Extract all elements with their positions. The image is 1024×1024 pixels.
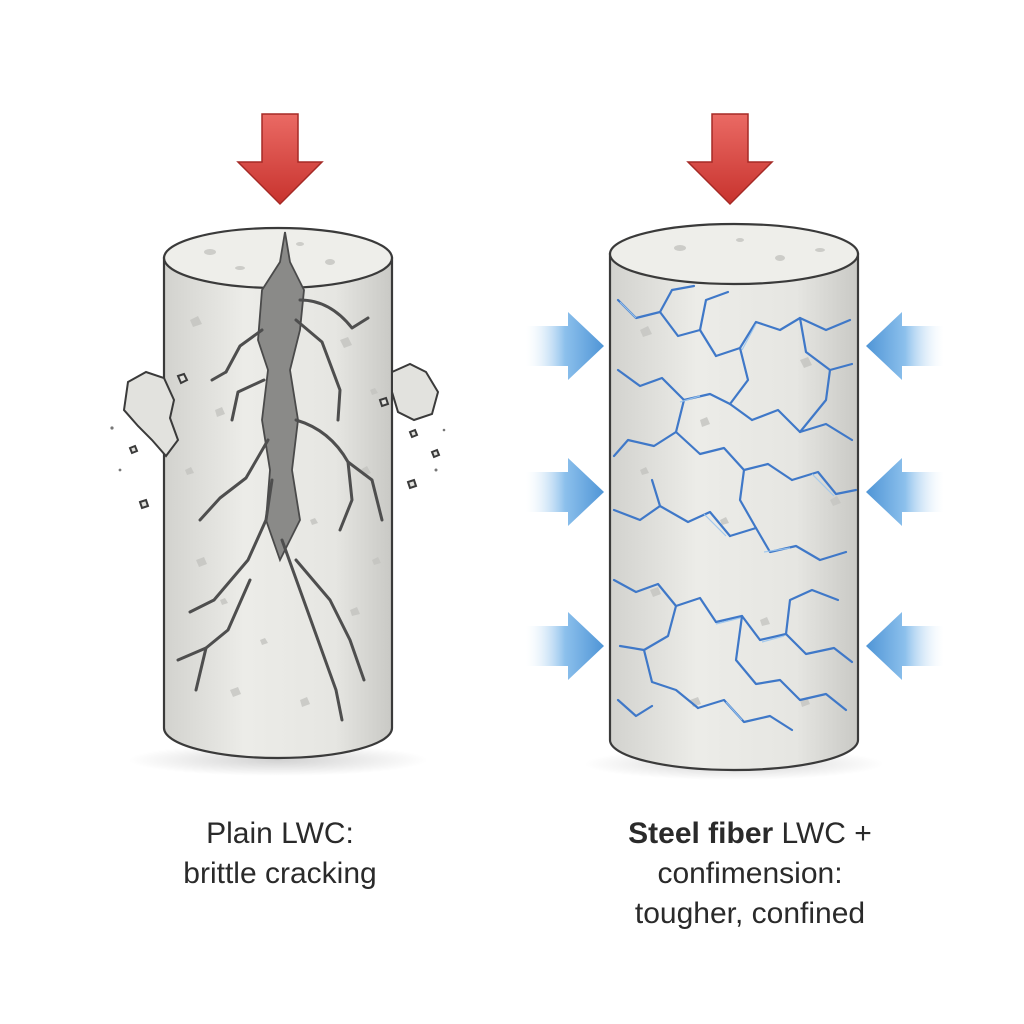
steel-fiber-caption: Steel fiber LWC + confimension: tougher,… (560, 814, 940, 934)
left-shadow (128, 744, 428, 776)
steel-fiber-caption-bold: Steel fiber (628, 817, 774, 850)
steel-fiber-caption-rest: LWC + (773, 817, 872, 850)
confinement-arrow-right-bottom (866, 612, 944, 680)
confinement-arrow-left-bottom (526, 612, 604, 680)
brittle-crack-branches (176, 298, 384, 722)
right-cylinder-body (608, 252, 860, 772)
confinement-arrow-right-middle (866, 458, 944, 526)
left-aggregate-speckles (185, 242, 381, 707)
confinement-arrows-right (866, 312, 944, 680)
steel-fiber-lwc-specimen (526, 113, 944, 780)
fiber-glints (619, 301, 835, 721)
confinement-arrow-left-top (526, 312, 604, 380)
steel-fiber-caption-line2: confimension: (657, 857, 843, 890)
plain-lwc-caption-line1: Plain LWC: (206, 817, 354, 850)
main-brittle-crack (257, 231, 305, 563)
left-load-arrow (236, 113, 324, 206)
plain-lwc-caption: Plain LWC: brittle cracking (130, 814, 430, 894)
right-aggregate-speckles (640, 238, 841, 707)
confinement-arrows-left (526, 312, 604, 680)
debris-dots (110, 426, 446, 472)
plain-lwc-specimen (110, 113, 446, 776)
steel-fiber-caption-line1: Steel fiber LWC + (560, 814, 940, 854)
plain-lwc-caption-line2: brittle cracking (183, 857, 377, 890)
right-cylinder-top (608, 222, 860, 286)
right-load-arrow (686, 113, 774, 206)
confinement-arrow-left-middle (526, 458, 604, 526)
distributed-microcracks (612, 284, 858, 732)
steel-fiber-caption-line3: tougher, confined (634, 897, 866, 930)
spalled-fragments (122, 362, 441, 510)
confinement-arrow-right-top (866, 312, 944, 380)
